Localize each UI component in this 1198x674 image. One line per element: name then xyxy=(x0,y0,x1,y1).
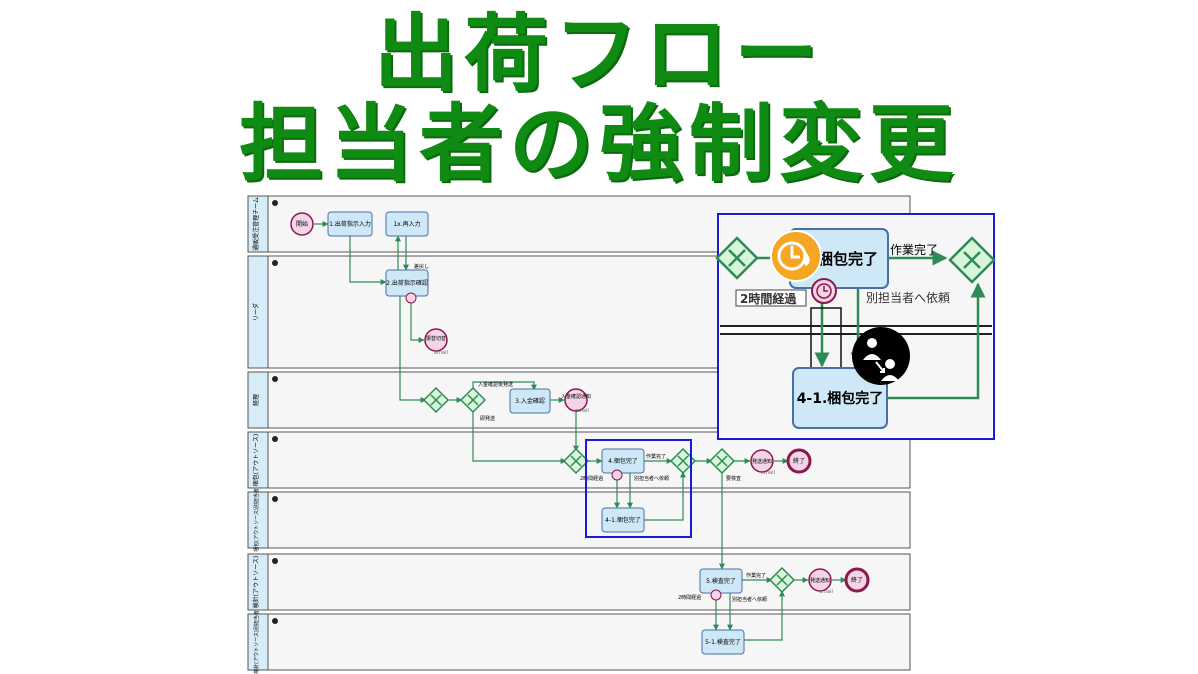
flow-label-reassign: 別担当者へ依頼 xyxy=(634,475,669,482)
lane-label: リーダ xyxy=(252,303,260,321)
email-event-label: 振替切替 xyxy=(426,335,446,342)
task-inspection[interactable]: 5.検査完了 xyxy=(699,568,743,601)
gateway-payment-branch xyxy=(459,386,487,414)
gateway-inspect-branch xyxy=(708,447,736,475)
flow-label-timer: 2時間経過 xyxy=(678,594,701,601)
task-label: 2.出荷指示確認 xyxy=(386,279,428,287)
email-tag: email xyxy=(575,408,589,414)
deadline-fire-icon xyxy=(770,230,822,282)
email-event-label: 入金確認通知 xyxy=(561,393,591,400)
zoom-flow-label-done: 作業完了 xyxy=(890,242,938,257)
timer-event-icon xyxy=(811,278,837,304)
start-label: 開始 xyxy=(296,220,308,228)
zoom-flow-label-timer: 2時間経過 xyxy=(740,291,797,306)
email-tag: email xyxy=(434,350,448,356)
task-payment-check[interactable]: 3.入金確認 xyxy=(509,388,551,414)
gateway-pack-merge xyxy=(562,447,590,475)
flow-label-immediate: 即発送 xyxy=(480,415,495,422)
zoom-task-bottom-label: 4-1.梱包完了 xyxy=(797,390,884,407)
email-tag: email xyxy=(819,589,833,595)
task-order-entry[interactable]: 1.出荷指示入力 xyxy=(327,211,373,237)
zoom-panel: 梱包完了 作業完了 2時間経過 別担当者へ依頼 4-1.梱包完了 xyxy=(715,213,996,440)
task-label: 4-1.梱包完了 xyxy=(605,516,641,524)
zoom-task-top-label: 梱包完了 xyxy=(818,250,878,268)
end-event-1: 終了 xyxy=(786,448,812,474)
task-label: 5-1.検査完了 xyxy=(705,638,741,646)
flow-label-done: 作業完了 xyxy=(746,572,766,579)
flow-label-done: 作業完了 xyxy=(646,453,666,460)
gateway-merge xyxy=(422,386,450,414)
flow-label-timer: 2時間経過 xyxy=(580,475,603,482)
lane-label: 通販受注管理チーム xyxy=(252,197,260,251)
lane-inspection-alt: 検針(アウトソース)別担当者 xyxy=(247,610,911,674)
flow-label-reassign: 別担当者へ依頼 xyxy=(732,596,767,603)
task-label: 1.出荷指示入力 xyxy=(329,220,371,228)
sequence-flows xyxy=(314,221,847,641)
email-event-payment: 入金確認通知 email xyxy=(561,388,591,414)
email-event-label: 発送通知 xyxy=(810,577,830,584)
task-label: 4.梱包完了 xyxy=(608,457,638,465)
task-label: 1x.再入力 xyxy=(393,220,420,228)
email-tag: email xyxy=(761,470,775,476)
title-line-1: 出荷フロー xyxy=(373,5,824,103)
gateway-inspect-done xyxy=(768,566,796,594)
reassign-users-icon xyxy=(852,327,910,385)
end-event-2: 終了 xyxy=(844,567,870,593)
email-event-ship-2: 発送通知 email xyxy=(808,568,833,595)
task-label: 5.検査完了 xyxy=(706,577,736,585)
flow-label-inspect: 要検査 xyxy=(726,475,741,482)
end-label: 終了 xyxy=(851,576,863,584)
end-label: 終了 xyxy=(793,457,805,465)
lane-label: 経理 xyxy=(252,394,260,406)
lane-packing-alt: 梱包(アウトソース)別担当者 xyxy=(247,488,911,552)
zoom-flow-label-reassign: 別担当者へ依頼 xyxy=(866,290,950,305)
lane-label: 検針(アウトソース) xyxy=(252,556,260,608)
task-label: 3.入金確認 xyxy=(515,397,545,405)
task-packing[interactable]: 4.梱包完了 xyxy=(601,448,645,481)
lane-label: 検針(アウトソース)別担当者 xyxy=(253,610,260,674)
task-inspection-alt[interactable]: 5-1.検査完了 xyxy=(701,629,745,655)
email-event-label: 発送通知 xyxy=(752,458,772,465)
flow-label-after-payment: 入金確認後発送 xyxy=(478,381,513,388)
lane-label: 梱包(アウトソース) xyxy=(252,434,260,486)
task-order-check[interactable]: 2.出荷指示確認 xyxy=(385,269,429,304)
title-line-2: 担当者の強制変更 xyxy=(238,95,959,193)
email-event-cancel: 振替切替 email xyxy=(424,328,448,356)
task-reentry[interactable]: 1x.再入力 xyxy=(385,211,429,237)
lane-label: 梱包(アウトソース)別担当者 xyxy=(253,488,260,552)
lane-inspection: 検針(アウトソース) xyxy=(247,553,911,611)
highlight-box xyxy=(585,439,692,538)
flow-label-return: 差戻し xyxy=(414,263,429,270)
email-event-ship-1: 発送通知 email xyxy=(750,449,775,476)
start-event: 開始 xyxy=(290,212,314,236)
task-packing-alt[interactable]: 4-1.梱包完了 xyxy=(601,507,645,533)
